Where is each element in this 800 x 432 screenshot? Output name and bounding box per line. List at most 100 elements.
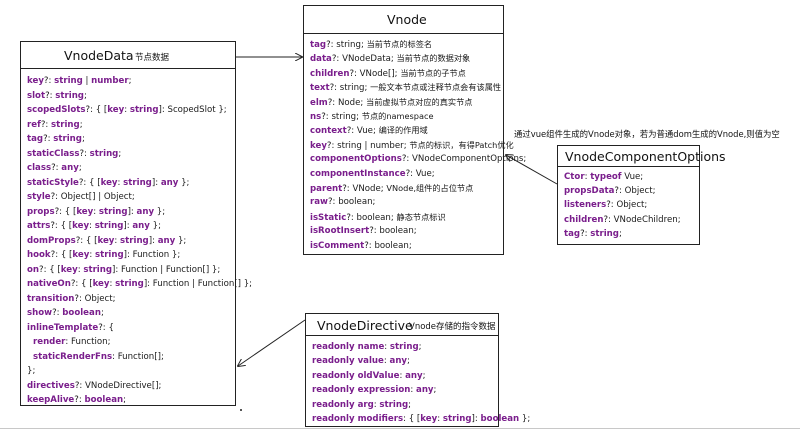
- line-keyword: string: [53, 134, 82, 144]
- line-text: |: [82, 76, 92, 86]
- line-keyword: style: [27, 192, 51, 202]
- line-keyword: string: [590, 228, 619, 239]
- line-keyword: string: [51, 119, 80, 130]
- line-text: };: [519, 414, 531, 424]
- line-keyword: Ctor: [564, 172, 585, 182]
- line-text: :: [437, 414, 443, 424]
- field-key: componentInstance: [310, 168, 406, 179]
- vnode-field-componentInstance: componentInstance?: Vue;: [310, 168, 435, 179]
- vnodedata-line: scopedSlots?: { [key: string]: ScopedSlo…: [27, 104, 227, 116]
- vnode-field-componentOptions: componentOptions?: VNodeComponentOptions…: [310, 154, 527, 165]
- field-key: isComment: [310, 240, 365, 251]
- component-options-annotation: 通过vue组件生成的Vnode对象，若为普通dom生成的Vnode,则值为空: [514, 129, 780, 139]
- line-keyword: typeof: [590, 172, 622, 182]
- line-keyword: key: [92, 279, 110, 289]
- vnodedata-line: attrs?: { [key: string]: any };: [27, 220, 161, 232]
- field-type: string: [336, 40, 361, 50]
- line-text: ?: { [: [50, 221, 73, 231]
- field-key: data: [310, 54, 332, 65]
- line-text: ?:: [43, 134, 54, 144]
- vnodedata-line: props?: { [key: string]: any };: [27, 206, 165, 218]
- vnodedirective-line: readonly arg: string;: [312, 399, 411, 411]
- vnodedirective-line: readonly oldValue: any;: [312, 370, 426, 382]
- vnodedata-line: directives?: VNodeDirective[];: [27, 380, 161, 392]
- vnodedata-line: keepAlive?: boolean;: [27, 394, 126, 406]
- line-text: ?: { [: [78, 177, 101, 188]
- vnodedata-box: VnodeData 节点数据 key?: string | number;slo…: [20, 41, 252, 406]
- line-keyword: transition: [27, 293, 75, 304]
- line-keyword: show: [27, 308, 53, 318]
- line-keyword: props: [27, 206, 55, 217]
- arrow-directive-to-vnodedata: [238, 319, 306, 366]
- vnodedirective-line: readonly expression: any;: [312, 384, 436, 396]
- line-keyword: any: [405, 370, 423, 381]
- line-keyword: keepAlive: [27, 395, 75, 405]
- line-text: :: [117, 177, 124, 188]
- line-text: ?: { [: [54, 206, 77, 217]
- vnodedirective-box: VnodeDirective Vnode存储的指令数据 readonly nam…: [305, 313, 530, 427]
- line-keyword: key: [97, 235, 115, 246]
- vnode-field-children: children?: VNode[]; 当前节点的子节点: [310, 67, 466, 79]
- line-keyword: render: [33, 337, 66, 347]
- field-type: boolean: [379, 226, 414, 237]
- line-keyword: children: [564, 214, 604, 225]
- line-keyword: any: [136, 206, 155, 217]
- field-type: Vue: [356, 126, 373, 137]
- vnodecomponentoptions-line: Ctor: typeof Vue;: [564, 171, 643, 183]
- line-text: ?: VNodeDirective[];: [74, 380, 162, 391]
- vnode-field-text: text?: string; 一般文本节点或注释节点会有该属性: [310, 82, 502, 94]
- line-text: :: [399, 370, 406, 381]
- field-key: raw: [310, 197, 328, 208]
- line-keyword: string: [89, 148, 119, 159]
- line-text: ;: [100, 308, 104, 318]
- vnodecomponentoptions-line: listeners?: Object;: [564, 199, 647, 211]
- line-text: ?:: [40, 119, 52, 130]
- line-text: :: [384, 342, 390, 352]
- field-type: boolean: [356, 212, 391, 223]
- field-key: componentOptions: [310, 154, 402, 165]
- line-keyword: staticStyle: [27, 177, 79, 188]
- line-keyword: string: [389, 342, 419, 352]
- line-keyword: number: [91, 76, 129, 86]
- line-keyword: key: [100, 177, 118, 188]
- line-keyword: any: [416, 385, 434, 396]
- field-type: VNodeData: [342, 54, 391, 65]
- field-type: VNode: [352, 184, 381, 194]
- vnodedirective-header: VnodeDirective Vnode存储的指令数据: [306, 314, 498, 336]
- vnode-field-elm: elm?: Node; 当前虚拟节点对应的真实节点: [310, 96, 473, 108]
- vnode-field-raw: raw?: boolean;: [310, 197, 376, 208]
- vnodedirective-line: readonly value: any;: [312, 355, 410, 367]
- vnodedata-line: staticStyle?: { [key: string]: any };: [27, 177, 189, 189]
- vnodedata-line: key?: string | number;: [27, 75, 132, 87]
- line-text: ]:: [123, 221, 133, 231]
- vnodedata-line: nativeOn?: { [key: string]: Function | F…: [27, 278, 252, 290]
- line-text: ]:: [151, 177, 161, 188]
- vnodedata-header: VnodeData 节点数据: [21, 42, 235, 69]
- vnodedata-note: 节点数据: [135, 53, 170, 63]
- line-keyword: staticClass: [27, 148, 80, 159]
- line-keyword: tag: [27, 134, 44, 144]
- line-text: ;: [418, 342, 422, 352]
- line-text: ?: { [: [70, 279, 93, 289]
- vnodecomponentoptions-line: tag?: string;: [564, 228, 622, 240]
- line-text: ;: [78, 163, 82, 173]
- line-keyword: ref: [27, 119, 41, 130]
- line-keyword: readonly value: [312, 356, 384, 367]
- field-comment: 节点的标识，有得Patch优化: [409, 139, 514, 150]
- line-keyword: nativeOn: [27, 279, 71, 289]
- vnode-field-tag: tag?: string; 当前节点的标签名: [310, 39, 433, 50]
- field-type: string | number: [337, 140, 404, 151]
- line-keyword: any: [160, 177, 179, 188]
- line-text: ]:: [148, 235, 158, 246]
- vnodedata-line: staticClass?: string;: [27, 148, 121, 160]
- vnodedata-title: VnodeData: [64, 48, 134, 63]
- line-text: : { [: [403, 414, 421, 424]
- line-keyword: readonly expression: [312, 385, 411, 396]
- line-text: ]: Function | Function[] };: [112, 264, 221, 275]
- line-keyword: class: [27, 163, 52, 173]
- field-key: context: [310, 126, 347, 137]
- line-keyword: string: [54, 76, 83, 86]
- field-key: text: [310, 83, 330, 94]
- vnodedata-line: tag?: string;: [27, 133, 85, 145]
- line-text: ;: [123, 395, 127, 405]
